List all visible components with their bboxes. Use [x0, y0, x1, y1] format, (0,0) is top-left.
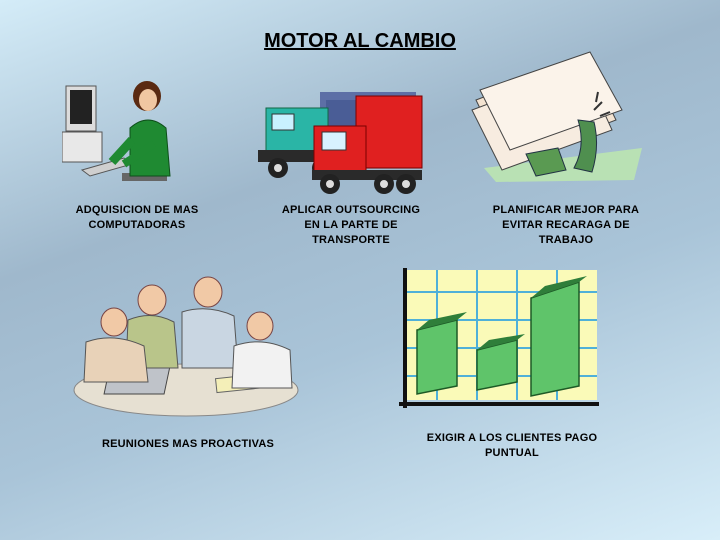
caption-computers: ADQUISICION DE MAS COMPUTADORAS — [75, 204, 199, 231]
trucks-icon — [258, 90, 423, 195]
caption-meetings: REUNIONES MAS PROACTIVAS — [101, 438, 275, 450]
computer-user-icon — [62, 78, 177, 188]
caption-outsourcing: APLICAR OUTSOURCING EN LA PARTE DE TRANS… — [281, 204, 421, 246]
caption-planning: PLANIFICAR MEJOR PARA EVITAR RECARAGA DE… — [492, 204, 640, 246]
paper-pile-icon — [466, 50, 646, 185]
caption-payments: EXIGIR A LOS CLIENTES PAGO PUNTUAL — [426, 432, 598, 459]
slide-title: MOTOR AL CAMBIO — [264, 30, 456, 52]
meeting-icon — [66, 272, 306, 417]
money-chart-icon — [393, 268, 599, 420]
